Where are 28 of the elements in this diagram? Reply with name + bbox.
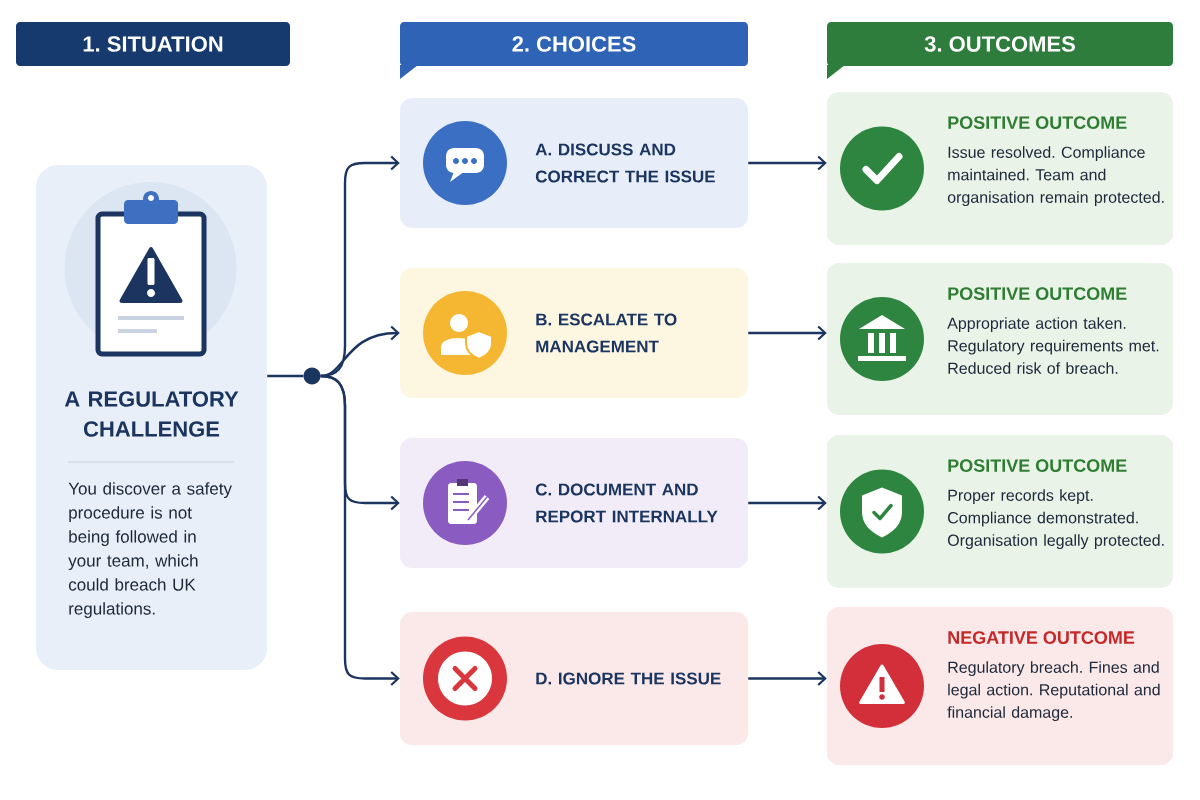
arrow (748, 671, 827, 686)
junction-dot (303, 367, 321, 385)
arrow (748, 325, 827, 341)
section-header: 3. OUTCOMES (827, 22, 1173, 79)
outcome-heading: NEGATIVE OUTCOME (948, 631, 1135, 644)
choice-box: C. DOCUMENT AND REPORT INTERNALLY (400, 438, 748, 568)
section-header: 2. CHOICES (400, 22, 748, 79)
outcome-box (827, 92, 1173, 245)
situation-card (36, 165, 267, 670)
section-header: 1. SITUATION (16, 22, 290, 66)
outcome-text: Proper records kept. Compliance demonstrated. Organisation legally protected. (947, 489, 1164, 550)
choice-box: A. DISCUSS AND CORRECT THE ISSUE (400, 98, 748, 228)
outcome-text: Appropriate action taken. Regulatory requirements met. Reduced risk of breach. (947, 317, 1159, 374)
choice-box: D. IGNORE THE ISSUE (400, 612, 748, 745)
arrow (748, 495, 827, 511)
outcome-text: Regulatory breach. Fines and legal action. Reputational and financial damage. (947, 661, 1160, 722)
outcome-box (827, 263, 1173, 415)
arrow (320, 374, 400, 686)
outcome-box (827, 607, 1173, 765)
outcome-box (827, 435, 1173, 588)
outcome-heading: POSITIVE OUTCOME (948, 287, 1127, 300)
card-text: You discover a safety procedure is not being followed in your team, which could breach UK regulations. (68, 482, 232, 619)
outcome-heading: POSITIVE OUTCOME (948, 459, 1127, 472)
choice-box: B. ESCALATE TO MANAGEMENT (400, 268, 748, 398)
card-title: A REGULATORY CHALLENGE (64, 391, 239, 437)
outcome-text: Issue resolved. Compliance maintained. Team and organisation remain protected. (947, 146, 1164, 207)
arrow (748, 155, 827, 171)
outcome-heading: POSITIVE OUTCOME (948, 116, 1127, 129)
